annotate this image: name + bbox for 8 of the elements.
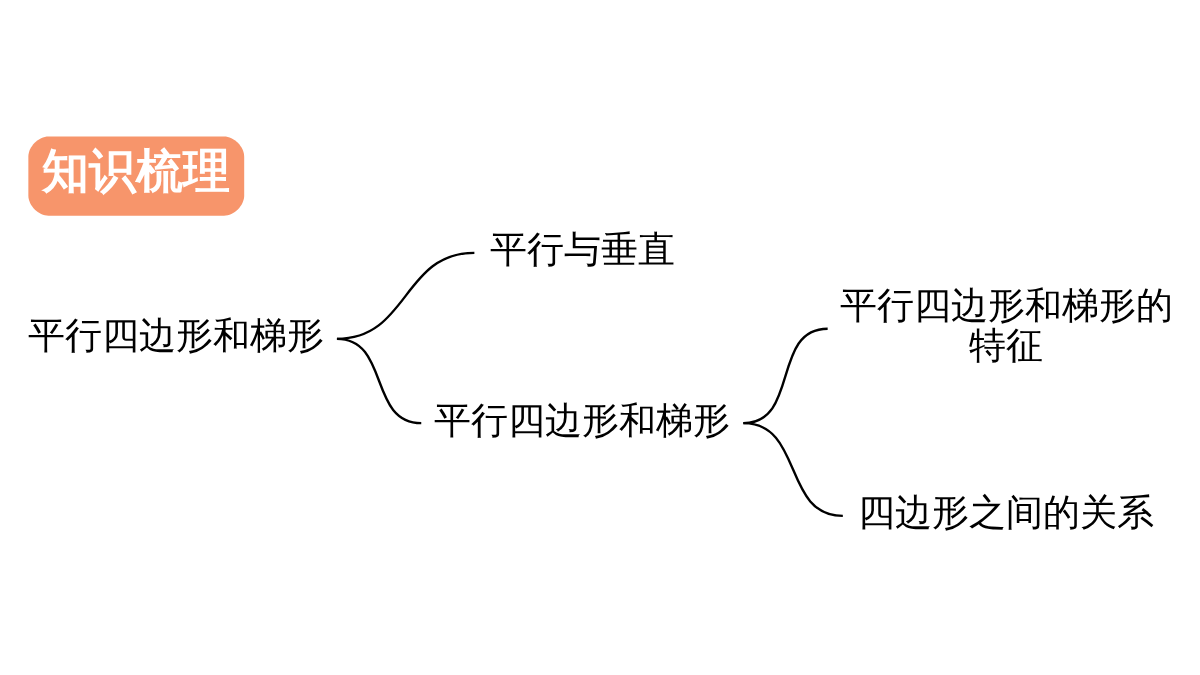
node-text: 平行四边形和梯形 bbox=[434, 398, 731, 442]
connector bbox=[336, 337, 422, 424]
diagram-title: 知识梳理 bbox=[41, 142, 230, 198]
node-text: 平行四边形和梯形 bbox=[27, 313, 324, 357]
node-text: 四边形之间的关系 bbox=[858, 490, 1155, 534]
node-text: 平行与垂直 bbox=[489, 227, 675, 271]
node-text: 平行四边形和梯形的特征 bbox=[839, 283, 1173, 367]
connector bbox=[743, 421, 843, 517]
